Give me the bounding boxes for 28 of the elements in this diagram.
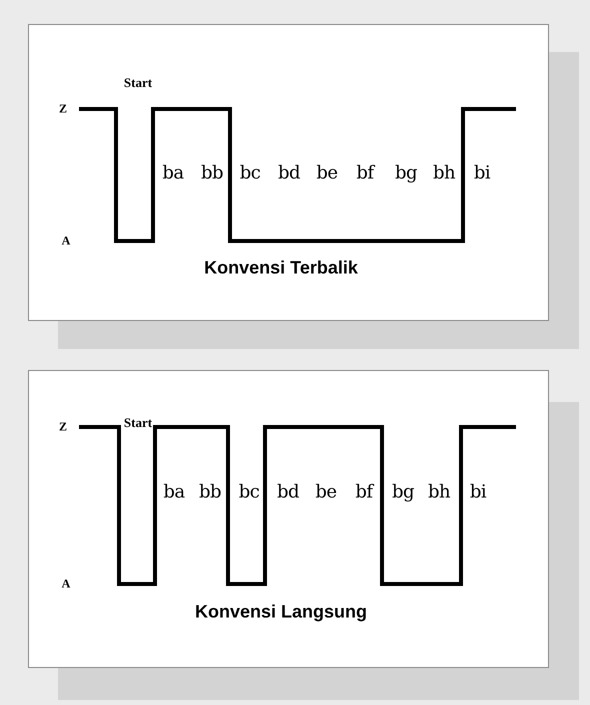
bit-label: bg [392, 482, 414, 502]
bit-label: bf [356, 162, 374, 184]
bit-label: bc [240, 162, 260, 184]
level-label: Z [59, 420, 67, 434]
bit-label: bh [428, 482, 450, 502]
level-label: Z [59, 102, 67, 116]
bit-label: be [316, 162, 338, 184]
waveform-panel [28, 24, 549, 321]
start-label: Start [124, 415, 152, 431]
bit-label: bh [432, 162, 456, 184]
panel-title: Konvensi Terbalik [204, 258, 358, 278]
bit-label: ba [162, 162, 184, 184]
start-label: Start [124, 75, 152, 91]
level-label: A [62, 234, 70, 248]
bit-label: bb [200, 162, 224, 184]
bit-label: bd [276, 482, 300, 502]
bit-label: bd [278, 162, 300, 184]
bit-label: be [315, 482, 337, 502]
level-label: A [62, 576, 70, 592]
panel-title: Konvensi Langsung [195, 602, 367, 622]
bit-label: bb [198, 482, 222, 502]
waveform-panel [28, 370, 549, 668]
bit-label: bi [474, 162, 490, 184]
bit-label: bg [394, 162, 418, 184]
bit-label: ba [163, 482, 185, 502]
bit-label: bi [470, 482, 486, 502]
bit-label: bc [238, 482, 260, 502]
bit-label: bf [355, 482, 373, 502]
